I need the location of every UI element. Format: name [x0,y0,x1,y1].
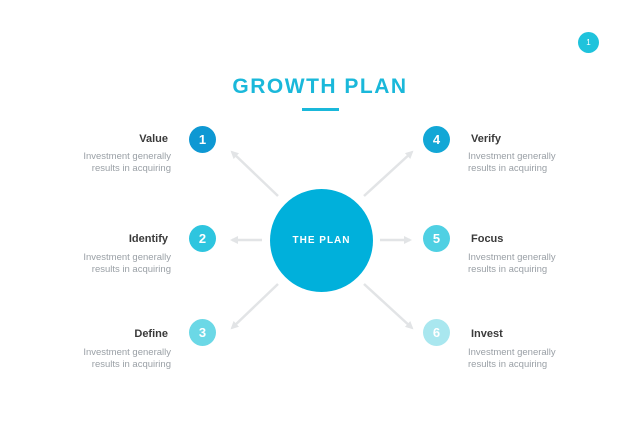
arrow-to-step-1 [230,150,279,197]
arrow-to-step-3 [230,283,279,330]
step-6-label: Invest [471,328,503,340]
page-title: GROWTH PLAN [232,75,408,98]
step-5-label: Focus [471,233,504,245]
arrow-to-step-4 [363,150,414,197]
step-4-label: Verify [471,133,501,145]
center-label: THE PLAN [292,235,351,246]
step-3-description: Investment generally results in acquirin… [83,347,171,370]
step-6-number-circle: 6 [423,319,450,346]
step-4-number-circle: 4 [423,126,450,153]
step-5-description: Investment generally results in acquirin… [468,252,556,275]
step-6-description: Investment generally results in acquirin… [468,347,556,370]
step-1-description: Investment generally results in acquirin… [83,151,171,174]
step-3-label: Define [134,328,168,340]
step-4-description: Investment generally results in acquirin… [468,151,556,174]
step-2-number-circle: 2 [189,225,216,252]
step-1-number-circle: 1 [189,126,216,153]
step-2-description: Investment generally results in acquirin… [83,252,171,275]
page-number-badge: 1 [578,32,599,53]
step-1-label: Value [139,133,168,145]
step-3-number-circle: 3 [189,319,216,346]
arrow-to-step-6 [363,283,414,330]
center-circle: THE PLAN [270,189,373,292]
step-2-label: Identify [128,233,168,245]
step-5-number-circle: 5 [423,225,450,252]
title-underline [302,108,339,111]
